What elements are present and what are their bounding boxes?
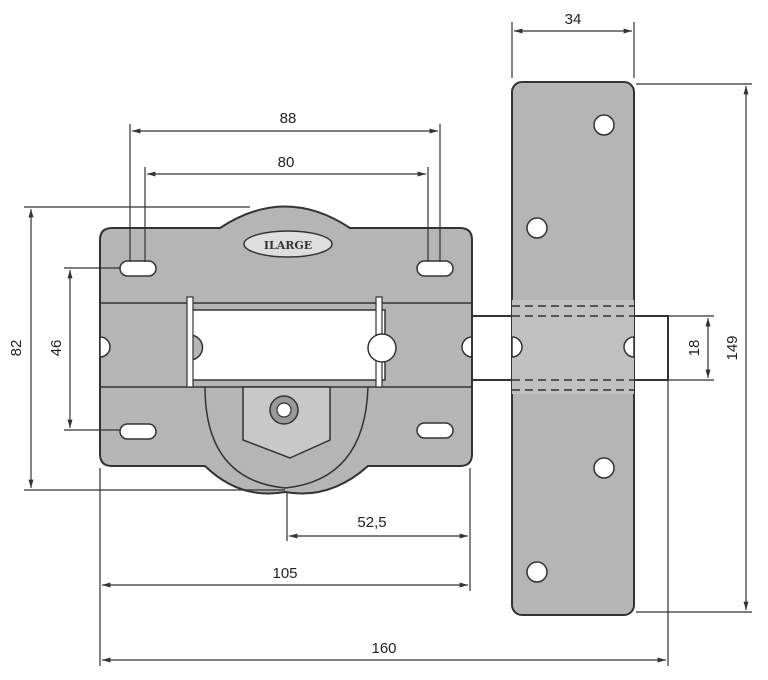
dimension-label: 149 xyxy=(724,335,741,360)
pin xyxy=(186,296,194,388)
brand-logo xyxy=(243,230,333,258)
dimension-34: 34 xyxy=(511,11,635,78)
screw-hole xyxy=(593,114,615,136)
mounting-slot xyxy=(416,422,454,439)
screw-hole xyxy=(526,561,548,583)
mounting-slot xyxy=(119,423,157,440)
dimension-82: 82 xyxy=(8,206,285,491)
dimension-88: 88 xyxy=(129,110,441,262)
dimension-105: 105 xyxy=(99,468,471,666)
key-cylinder xyxy=(242,386,331,459)
dimension-18: 18 xyxy=(668,315,714,381)
dimension-80: 80 xyxy=(144,154,429,262)
dimension-label: 160 xyxy=(371,640,396,657)
mounting-slot xyxy=(119,260,157,277)
strike-plate xyxy=(511,81,635,616)
dimension-149: 149 xyxy=(636,83,752,613)
screw-hole xyxy=(593,457,615,479)
dimension-label: 80 xyxy=(278,154,295,171)
dimension-label: 52,5 xyxy=(357,514,386,531)
dimension-52-5: 52,5 xyxy=(286,468,471,541)
dimension-label: 82 xyxy=(8,340,25,357)
dimension-label: 46 xyxy=(48,340,65,357)
right-notch xyxy=(461,336,473,358)
left-notch xyxy=(99,336,111,358)
dimension-160: 160 xyxy=(102,380,669,666)
mounting-slot xyxy=(416,260,454,277)
bolt-stud xyxy=(367,333,397,363)
screw-hole xyxy=(526,217,548,239)
dimension-label: 34 xyxy=(565,11,582,28)
dimension-46: 46 xyxy=(48,267,120,431)
dimension-label: 105 xyxy=(272,565,297,582)
dimension-label: 18 xyxy=(686,340,703,357)
dimension-label: 88 xyxy=(280,110,297,127)
brand-logo-text: ILARGE xyxy=(264,239,312,252)
keyhole-icon xyxy=(276,402,292,418)
